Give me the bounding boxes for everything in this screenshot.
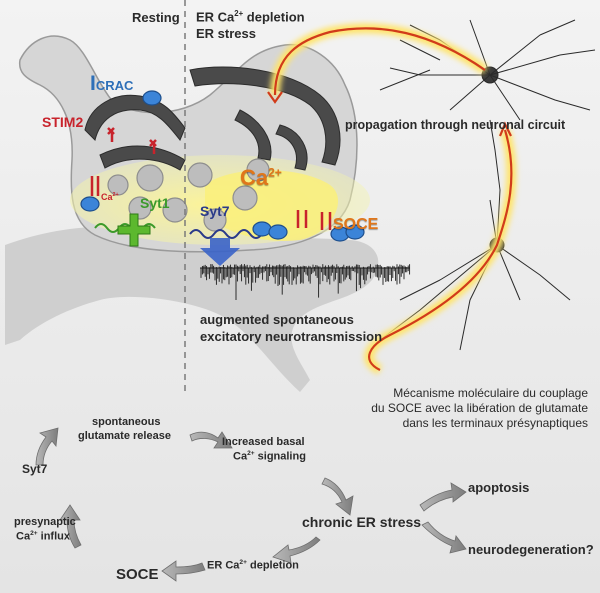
plus-marker bbox=[117, 213, 151, 247]
er-network bbox=[84, 66, 341, 171]
icrac-channels bbox=[80, 90, 365, 242]
increased-rest: signaling bbox=[254, 450, 306, 463]
increased-sup: 2+ bbox=[247, 450, 255, 457]
french-caption-3: dans les terminaux présynaptiques bbox=[402, 416, 588, 430]
ca-ion-label: Ca2+ bbox=[240, 165, 282, 191]
er-stress-label: ER stress bbox=[196, 26, 256, 41]
er-depletion-label: ER Ca2+ depletion bbox=[196, 9, 305, 24]
release-arrow bbox=[200, 238, 240, 266]
stim2-label: STIM2 bbox=[42, 114, 84, 130]
neurodegeneration-label: neurodegeneration? bbox=[468, 542, 594, 557]
icrac-sub: CRAC bbox=[95, 78, 134, 93]
neuron-cells bbox=[379, 19, 596, 351]
propagation-glow bbox=[267, 23, 517, 375]
increased-ca: Ca bbox=[233, 450, 248, 463]
icrac-i: I bbox=[90, 72, 96, 95]
soce-label: SOCE bbox=[333, 216, 379, 233]
presyn-ca: Ca bbox=[16, 530, 31, 543]
er-ca-depletion-label: ER Ca2+ depletion bbox=[207, 559, 299, 572]
synaptic-vesicles bbox=[107, 158, 270, 232]
ca-main: Ca bbox=[240, 165, 269, 190]
er-dep-main: ER Ca bbox=[207, 559, 240, 572]
stim2-proteins bbox=[90, 127, 332, 230]
augmented-line-1: augmented spontaneous bbox=[200, 312, 354, 327]
ca-small-main: Ca bbox=[101, 192, 113, 202]
presyn-rest: influx bbox=[37, 530, 70, 543]
french-caption-2: du SOCE avec la libération de glutamate bbox=[371, 401, 588, 415]
propagation-label: propagation through neuronal circuit bbox=[345, 118, 566, 132]
er-depletion-rest: depletion bbox=[243, 9, 305, 25]
apoptosis-label: apoptosis bbox=[468, 480, 530, 495]
icrac-label: ICRAC bbox=[90, 72, 133, 96]
presyn-sup: 2+ bbox=[30, 530, 38, 537]
ca-sup: 2+ bbox=[268, 165, 282, 180]
resting-label: Resting bbox=[132, 10, 180, 25]
er-depletion-text: ER Ca bbox=[196, 9, 235, 25]
er-dep-sup: 2+ bbox=[239, 559, 247, 566]
er-dep-rest: depletion bbox=[246, 559, 299, 572]
presynaptic-line-2: Ca2+ influx bbox=[16, 530, 70, 543]
syt1-label: Syt1 bbox=[140, 195, 170, 211]
augmented-line-2: excitatory neurotransmission bbox=[200, 329, 383, 344]
cycle-arrows bbox=[35, 427, 467, 582]
spontaneous-line-1: spontaneous bbox=[92, 416, 161, 428]
french-caption-1: Mécanisme moléculaire du couplage bbox=[393, 386, 588, 400]
increased-line-2: Ca2+ signaling bbox=[233, 450, 306, 463]
increased-line-1: Increased basal bbox=[222, 436, 305, 448]
chronic-er-stress-label: chronic ER stress bbox=[302, 514, 422, 530]
soce-cycle-label: SOCE bbox=[116, 566, 159, 583]
presynaptic-line-1: presynaptic bbox=[14, 516, 76, 528]
ca-small-sup: 2+ bbox=[112, 192, 119, 198]
syt7-cycle-label: Syt7 bbox=[22, 462, 48, 476]
trace-spikes bbox=[200, 264, 411, 301]
spontaneous-line-2: glutamate release bbox=[78, 430, 171, 442]
er-depletion-sup: 2+ bbox=[234, 9, 244, 18]
syt7-label: Syt7 bbox=[200, 203, 230, 219]
ca-small-label: Ca2+ bbox=[101, 192, 119, 202]
